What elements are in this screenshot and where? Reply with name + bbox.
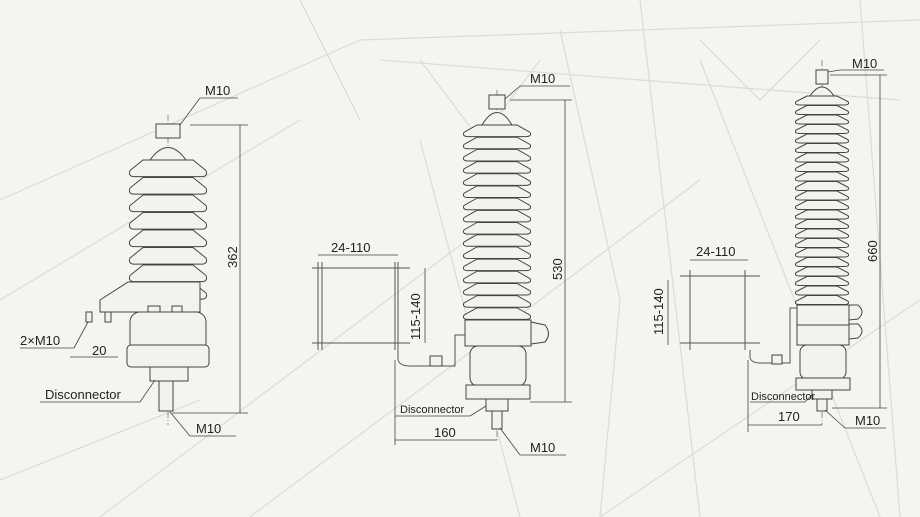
- insulator-shed: [794, 171, 850, 182]
- insulator-shed: [128, 247, 208, 265]
- insulator-shed: [462, 124, 532, 138]
- insulator-shed: [794, 295, 850, 306]
- disconnector-label: Disconnector: [400, 404, 465, 416]
- bottom-terminal-label: M10: [530, 440, 555, 455]
- insulator-shed: [462, 282, 532, 296]
- mounting-bracket: [99, 281, 201, 313]
- height-dim-label: 362: [225, 246, 240, 268]
- insulator-shed: [462, 197, 532, 211]
- top-terminal-label: M10: [530, 71, 555, 86]
- insulator-shed: [462, 258, 532, 272]
- bolt-spacing-label: 20: [92, 343, 106, 358]
- insulator-shed: [794, 247, 850, 258]
- arrester-middle: 24-110 115-140 530 M10 Disconnector 160 …: [312, 71, 572, 456]
- insulator-shed: [462, 222, 532, 235]
- insulator-shed: [128, 194, 208, 213]
- bottom-terminal-label: M10: [855, 413, 880, 428]
- insulator-shed: [794, 219, 850, 230]
- insulator-shed: [128, 229, 208, 248]
- height-dim-label: 660: [865, 240, 880, 262]
- insulator-shed: [794, 162, 850, 173]
- height-dim-label: 530: [550, 258, 565, 280]
- insulator-shed: [462, 161, 532, 174]
- insulator-shed: [462, 270, 532, 284]
- bracket-width-label: 24-110: [331, 240, 371, 255]
- offset-dim-label: 170: [778, 409, 800, 424]
- insulator-shed: [794, 228, 850, 239]
- insulator-shed: [794, 114, 850, 125]
- mount-bolts-label: 2×M10: [20, 333, 60, 348]
- insulator-shed: [794, 285, 850, 296]
- insulator-shed: [794, 200, 850, 211]
- bottom-terminal-label: M10: [196, 421, 221, 436]
- insulator-shed: [794, 276, 850, 287]
- bracket-width-label: 24-110: [696, 244, 736, 259]
- insulator-shed: [462, 307, 532, 320]
- insulator-shed: [128, 212, 208, 230]
- insulator-shed: [128, 177, 208, 195]
- arrester-left: 362 M10 2×M10 20 Disconnector M10: [20, 83, 248, 437]
- insulator-shed: [462, 234, 532, 247]
- insulator-shed: [794, 95, 850, 106]
- offset-dim-label: 160: [434, 425, 456, 440]
- insulator-shed: [794, 266, 850, 277]
- insulator-shed: [462, 246, 532, 259]
- insulator-shed: [462, 295, 532, 308]
- arrester-right: 24-110 115-140 660 M10 Disconnector 170 …: [651, 56, 887, 432]
- sheds: [462, 124, 532, 321]
- insulator-shed: [462, 185, 532, 199]
- insulator-shed: [794, 152, 850, 163]
- insulator-shed: [794, 257, 850, 268]
- sheds: [128, 159, 208, 301]
- insulator-shed: [462, 148, 532, 162]
- insulator-shed: [794, 143, 850, 154]
- insulator-shed: [794, 238, 850, 249]
- insulator-shed: [462, 136, 532, 150]
- bracket-height-label: 115-140: [408, 293, 423, 340]
- sheds: [794, 95, 850, 306]
- insulator-shed: [128, 264, 208, 283]
- insulator-shed: [462, 209, 532, 223]
- insulator-shed: [794, 105, 850, 116]
- top-terminal-label: M10: [852, 56, 877, 71]
- bracket-height-label: 115-140: [651, 288, 666, 335]
- insulator-shed: [794, 124, 850, 135]
- disconnector-label: Disconnector: [751, 391, 816, 403]
- top-terminal-label: M10: [205, 83, 230, 98]
- insulator-shed: [794, 181, 850, 192]
- insulator-shed: [462, 173, 532, 186]
- insulator-shed: [128, 159, 208, 178]
- insulator-shed: [794, 209, 850, 220]
- disconnector-label: Disconnector: [45, 387, 122, 402]
- insulator-shed: [794, 133, 850, 144]
- insulator-shed: [794, 190, 850, 201]
